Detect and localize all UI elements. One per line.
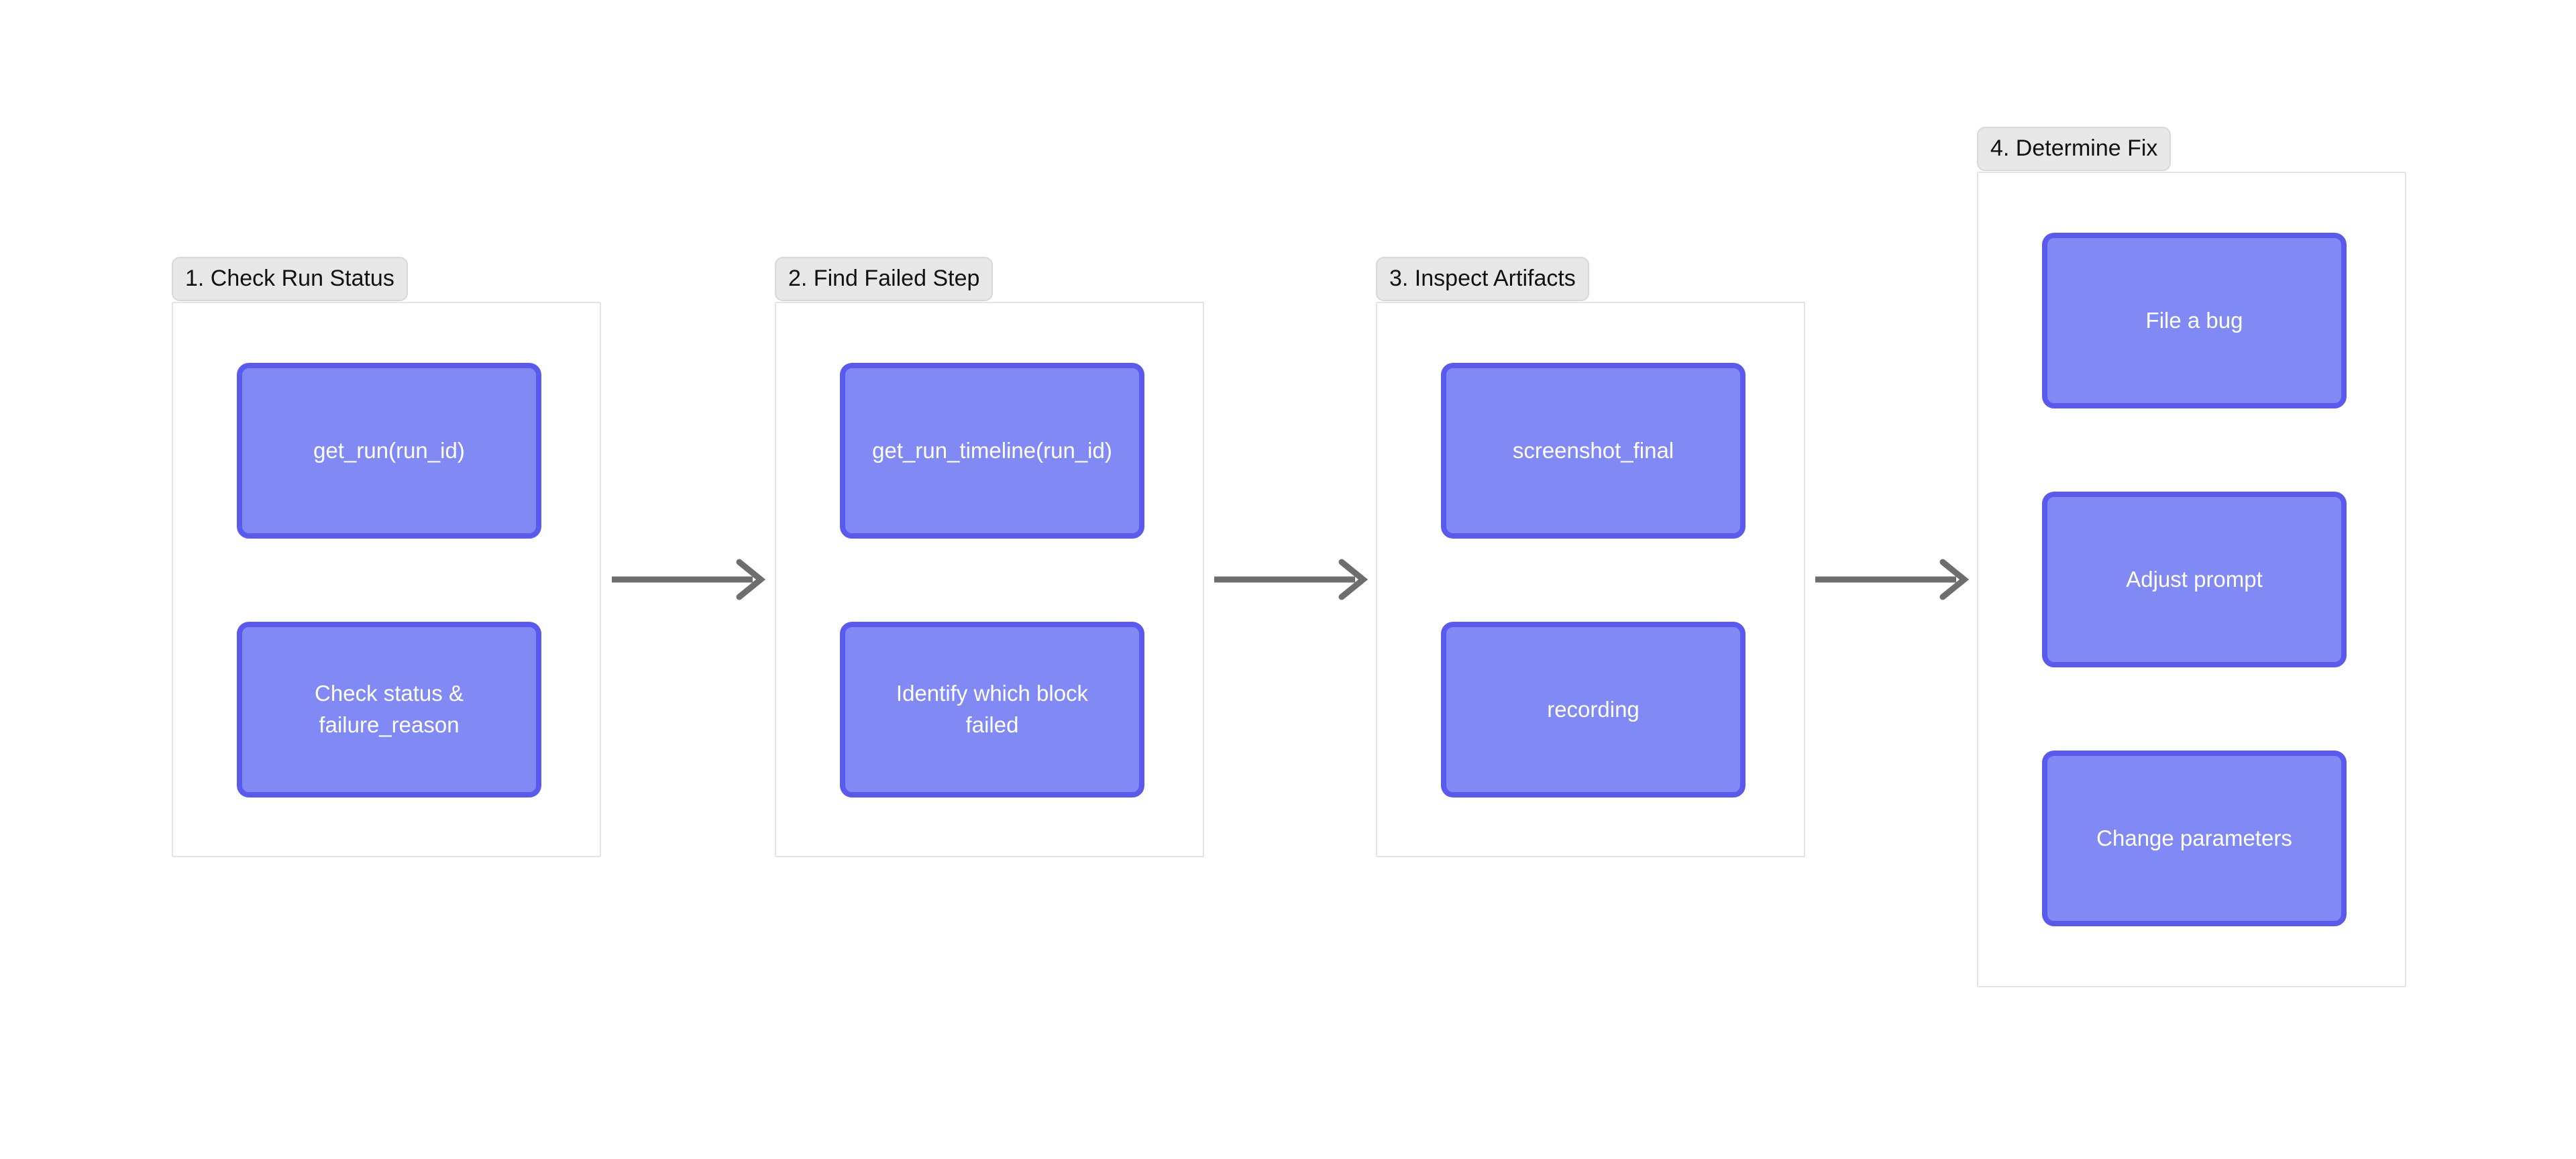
cluster-inspect-artifacts: screenshot_final recording: [1376, 302, 1805, 857]
node-get-run[interactable]: get_run(run_id): [237, 363, 541, 539]
node-adjust-prompt[interactable]: Adjust prompt: [2042, 492, 2347, 667]
node-recording[interactable]: recording: [1441, 622, 1746, 797]
node-label: get_run(run_id): [313, 437, 465, 463]
node-label: File a bug: [2145, 307, 2243, 333]
cluster-determine-fix: File a bug Adjust prompt Change paramete…: [1977, 172, 2406, 987]
node-identify-which-block-failed[interactable]: Identify which block failed: [840, 622, 1144, 797]
node-label: Identify which block failed: [896, 681, 1089, 737]
arrow-cluster1-to-cluster2: [612, 559, 766, 600]
node-label: Adjust prompt: [2126, 566, 2263, 592]
cluster-find-failed-step: get_run_timeline(run_id) Identify which …: [775, 302, 1204, 857]
arrow-cluster2-to-cluster3: [1214, 559, 1368, 600]
cluster-label-inspect-artifacts: 3. Inspect Artifacts: [1376, 257, 1589, 301]
cluster-check-run-status: get_run(run_id) Check status & failure_r…: [172, 302, 601, 857]
node-screenshot-final[interactable]: screenshot_final: [1441, 363, 1746, 539]
node-label: Change parameters: [2096, 825, 2292, 850]
node-get-run-timeline[interactable]: get_run_timeline(run_id): [840, 363, 1144, 539]
arrow-cluster3-to-cluster4: [1815, 559, 1970, 600]
node-check-status-failure-reason[interactable]: Check status & failure_reason: [237, 622, 541, 797]
node-label: screenshot_final: [1512, 437, 1674, 463]
node-label: get_run_timeline(run_id): [872, 437, 1112, 463]
node-label: Check status & failure_reason: [315, 681, 464, 737]
node-file-a-bug[interactable]: File a bug: [2042, 233, 2347, 408]
cluster-label-find-failed-step: 2. Find Failed Step: [775, 257, 994, 301]
node-change-parameters[interactable]: Change parameters: [2042, 751, 2347, 926]
cluster-label-check-run-status: 1. Check Run Status: [172, 257, 408, 301]
cluster-label-determine-fix: 4. Determine Fix: [1977, 127, 2171, 171]
node-label: recording: [1547, 696, 1640, 722]
